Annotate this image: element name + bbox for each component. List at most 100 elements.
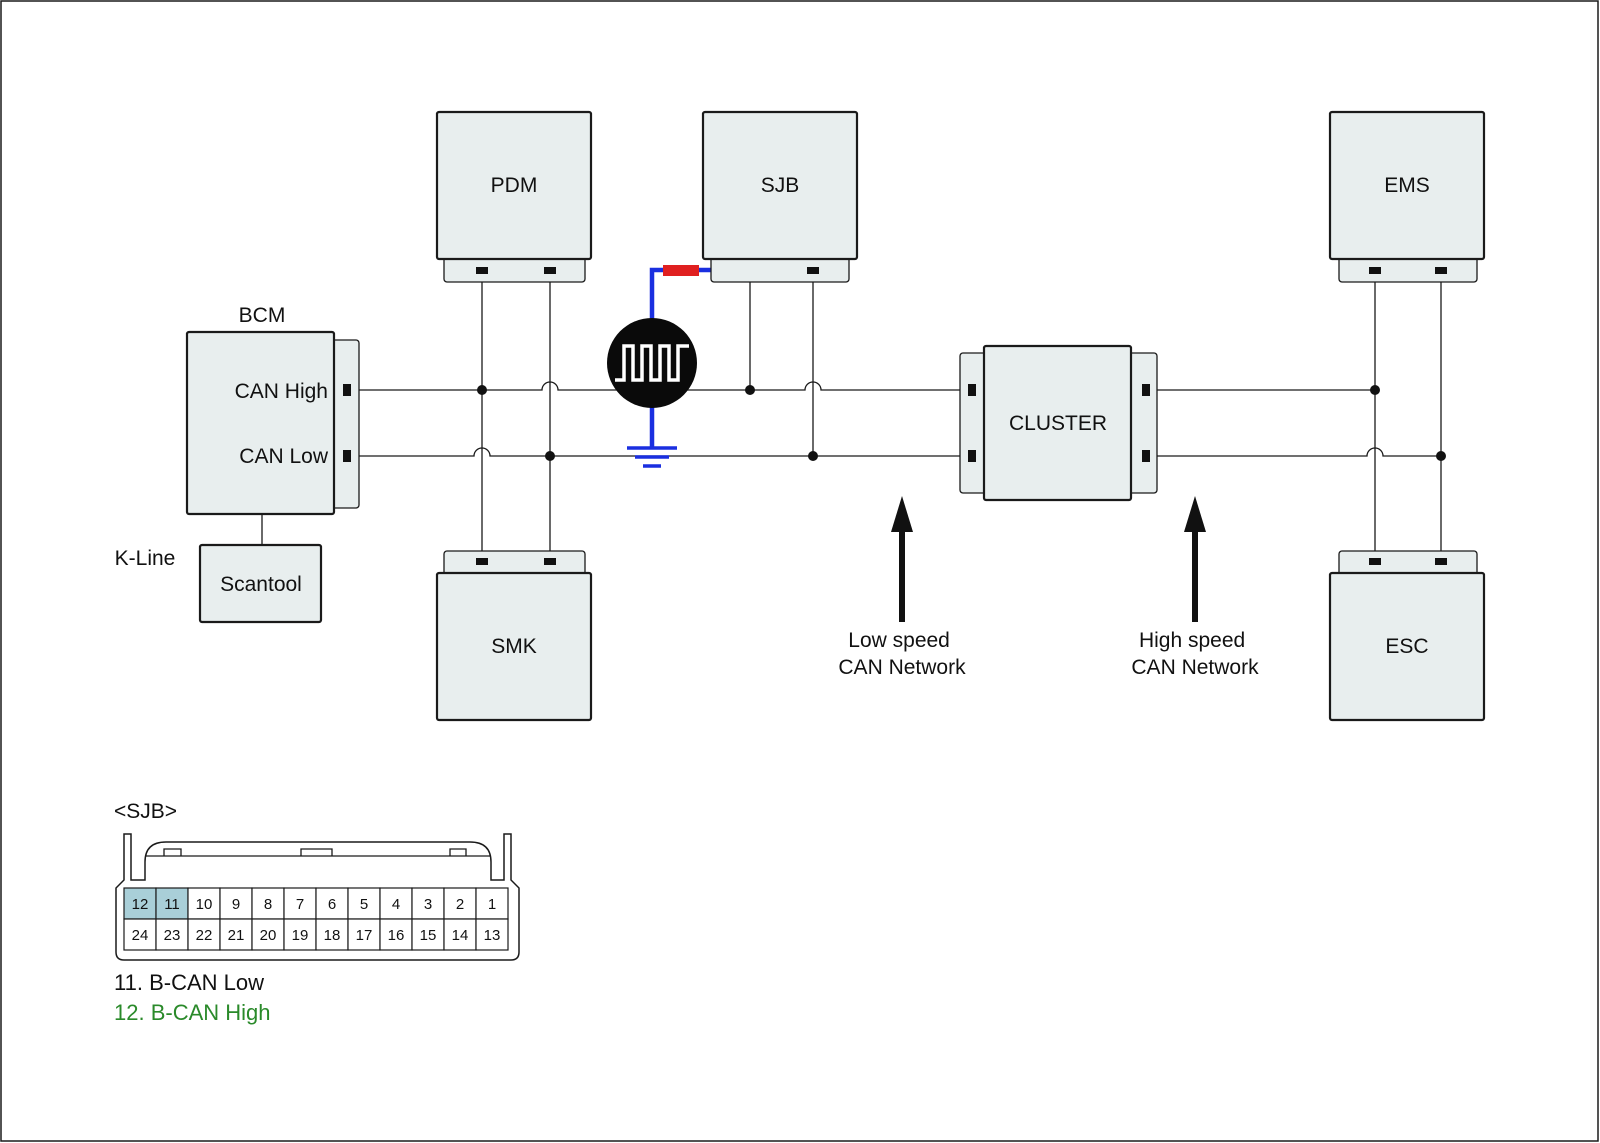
connector-pin-number: 20 (260, 927, 277, 944)
pdm-module: PDM (435, 110, 593, 283)
junction-dot (477, 385, 487, 395)
pin-icon (1142, 384, 1150, 396)
arrow-head-icon (1184, 496, 1206, 532)
pin-legend: 11. B-CAN Low 12. B-CAN High (114, 970, 271, 1025)
esc-module: ESC (1328, 550, 1486, 722)
esc-box (1328, 571, 1486, 722)
connector-pin-number: 10 (196, 896, 213, 913)
bcm-module: BCM CAN High CAN Low (185, 304, 360, 516)
cluster-connector-right (1127, 352, 1158, 494)
pin-icon (343, 384, 351, 396)
connector-pin-number: 22 (196, 927, 213, 944)
ems-box (1328, 110, 1486, 261)
connector-pin-cell (443, 918, 477, 951)
cluster-module: CLUSTER (959, 344, 1158, 502)
junction-dot (745, 385, 755, 395)
bcm-can-low-label: CAN Low (239, 445, 329, 468)
connector-pin-cell (379, 918, 413, 951)
low-speed-line-1: Low speed (848, 629, 950, 652)
connector-keys (145, 848, 491, 857)
low-speed-line-2: CAN Network (838, 656, 966, 679)
bcm-box (185, 330, 336, 516)
ems-module: EMS (1328, 110, 1486, 283)
pin-icon (343, 450, 351, 462)
connector-pin-number: 13 (484, 927, 501, 944)
sjb-box (701, 110, 859, 261)
high-speed-label: High speed CAN Network (1131, 629, 1259, 679)
connector-title: <SJB> (114, 800, 177, 823)
k-line-label: K-Line (115, 547, 176, 570)
bcm-label: BCM (239, 304, 286, 327)
junction-dot (545, 451, 555, 461)
connector-pin-number: 6 (328, 896, 336, 913)
bcm-can-high-label: CAN High (235, 380, 328, 403)
pin-legend-item: 12. B-CAN High (114, 1000, 271, 1025)
connector-pin-number: 11 (164, 896, 180, 913)
arrow-head-icon (891, 496, 913, 532)
connector-pin-number: 19 (292, 927, 309, 944)
sjb-label: SJB (761, 174, 800, 197)
connector-pin-cell (155, 918, 189, 951)
connector-pin-cell (219, 887, 253, 920)
connector-pin-cell (219, 918, 253, 951)
connector-pin-cell (187, 918, 221, 951)
connector-pin-number: 2 (456, 896, 464, 913)
sjb-module: SJB (701, 110, 859, 283)
high-speed-arrow: High speed CAN Network (1131, 496, 1259, 679)
connector-pin-number: 1 (488, 896, 496, 913)
connector-pin-cell (123, 887, 157, 920)
pin-icon (544, 267, 556, 274)
pin-icon (807, 267, 819, 274)
ems-label: EMS (1384, 174, 1430, 197)
connector-pin-number: 9 (232, 896, 240, 913)
connector-pin-number: 24 (132, 927, 149, 944)
square-wave-icon (615, 344, 689, 382)
connector-pin-cell (315, 887, 349, 920)
pin-icon (968, 450, 976, 462)
pin-legend-item: 11. B-CAN Low (114, 970, 264, 995)
pin-icon (476, 267, 488, 274)
smk-label: SMK (491, 635, 537, 658)
connector-pin-cell (315, 918, 349, 951)
connector-pin-number: 7 (296, 896, 304, 913)
pin-icon (1369, 558, 1381, 565)
connector-pin-cell (475, 887, 509, 920)
scantool-box (198, 543, 323, 624)
connector-pin-cell (155, 887, 189, 920)
connector-pin-number: 16 (388, 927, 405, 944)
pin-icon (1142, 450, 1150, 462)
junctions (477, 385, 1446, 461)
connector-pin-number: 3 (424, 896, 432, 913)
connector-pin-cell (283, 887, 317, 920)
pin-icon (968, 384, 976, 396)
scantool-module: K-Line Scantool (115, 543, 323, 624)
connector-pin-number: 15 (420, 927, 437, 944)
pin-icon (476, 558, 488, 565)
pin-icon (1435, 267, 1447, 274)
can-high-wire-left (349, 381, 968, 391)
smk-module: SMK (435, 550, 593, 722)
pdm-label: PDM (491, 174, 538, 197)
connector-pin-number: 4 (392, 896, 400, 913)
junction-dot (808, 451, 818, 461)
connector-pin-number: 5 (360, 896, 368, 913)
connector-pin-number: 23 (164, 927, 181, 944)
junction-dot (1436, 451, 1446, 461)
cluster-box (982, 344, 1133, 502)
connector-pin-number: 18 (324, 927, 341, 944)
pdm-box (435, 110, 593, 261)
connector-pin-number: 21 (228, 927, 245, 944)
pin-icon (1369, 267, 1381, 274)
connector-pin-cell (123, 918, 157, 951)
high-speed-line-2: CAN Network (1131, 656, 1259, 679)
can-wires (261, 271, 1442, 562)
connector-pin-cell (475, 918, 509, 951)
low-speed-label: Low speed CAN Network (838, 629, 966, 679)
connector-pin-number: 14 (452, 927, 469, 944)
cluster-label: CLUSTER (1009, 412, 1107, 435)
esc-label: ESC (1385, 635, 1428, 658)
junction-dot (1370, 385, 1380, 395)
pin-icon (1435, 558, 1447, 565)
